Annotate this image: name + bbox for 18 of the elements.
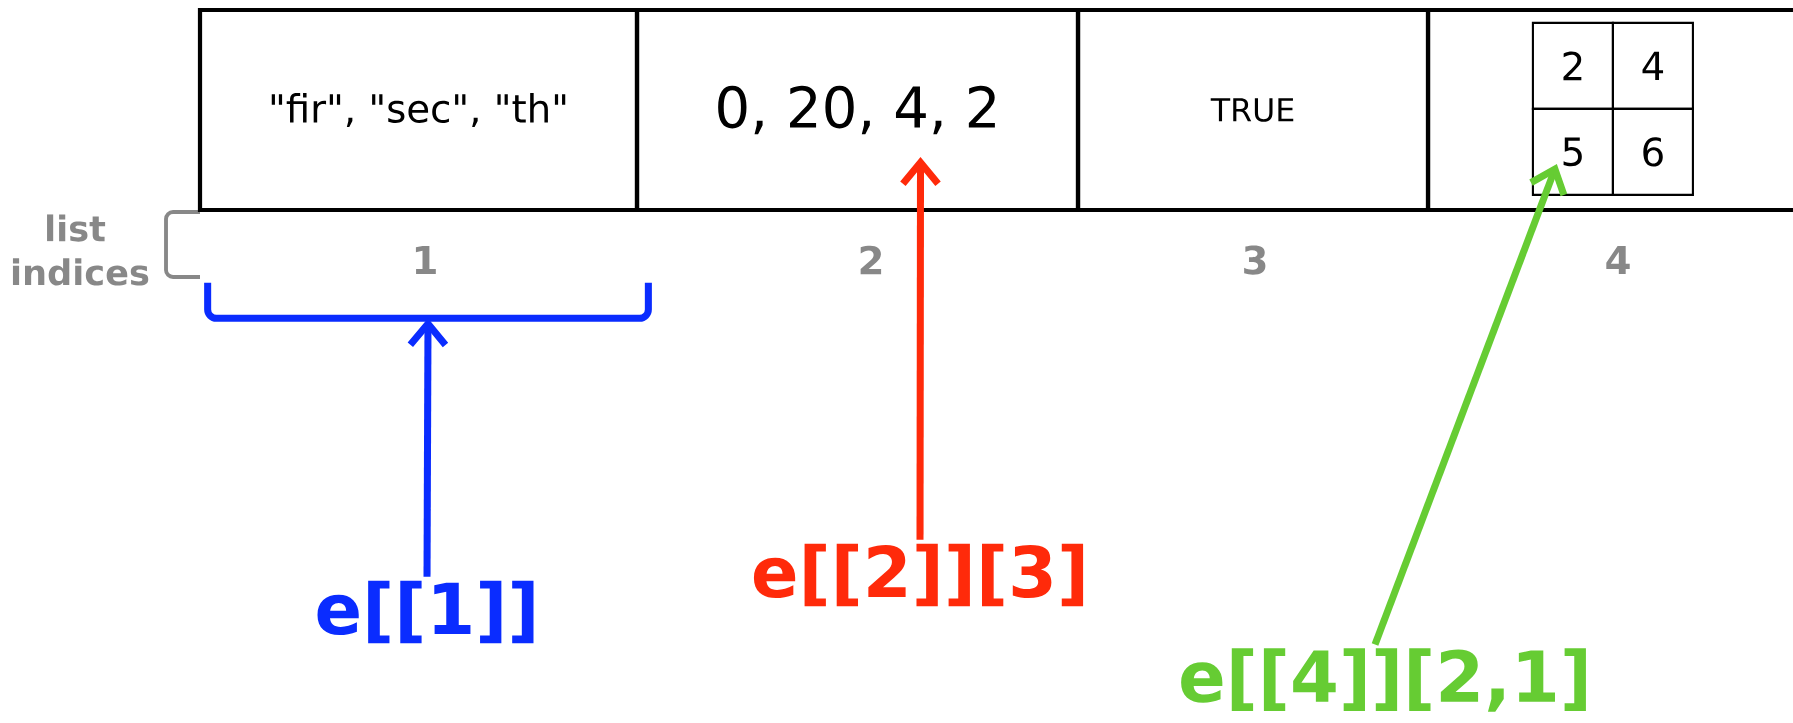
matrix-cell: 5 [1531,107,1614,196]
matrix-cell: 6 [1611,107,1694,196]
list-cell: "fir", "sec", "th" [197,7,640,213]
matrix-cell: 4 [1611,21,1694,110]
index-number: 1 [415,245,436,275]
index-number: 3 [1244,245,1266,275]
bracket [204,282,652,322]
code-label: e[[1]] [317,580,534,644]
arrow [1371,163,1568,646]
axis-label: list indices [12,214,149,286]
code-label: e[[2]][3] [753,543,1084,607]
index-number: 4 [1606,245,1630,275]
index-number: 2 [860,245,882,275]
list-cell [1425,7,1793,213]
code-label: e[[4]][2,1] [1181,648,1586,712]
list-cell: 0, 20, 4, 2 [634,7,1081,213]
matrix-cell: 2 [1531,21,1614,110]
list-cell: TRUE [1075,7,1431,213]
